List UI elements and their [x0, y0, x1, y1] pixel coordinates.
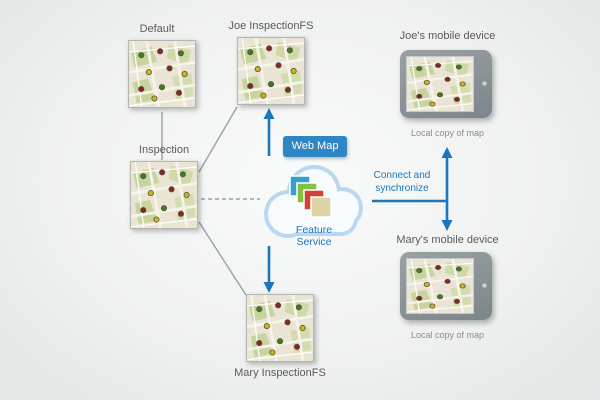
label-inspection: Inspection: [138, 144, 190, 156]
connector-inspection-maryfs: [198, 221, 247, 296]
tablet-camera-dot: [482, 283, 487, 288]
cloud-icon: [264, 165, 363, 238]
arrowhead-sync-down-icon: [441, 220, 453, 231]
map-inspection: [130, 161, 198, 229]
label-mary-inspectionfs: Mary InspectionFS: [234, 367, 326, 379]
mary-tablet: [400, 252, 492, 320]
joe-tablet: [400, 50, 492, 118]
caption-mary-local-copy: Local copy of map: [410, 330, 485, 340]
label-mary-device: Mary's mobile device: [396, 234, 499, 246]
label-joe-inspectionfs: Joe InspectionFS: [228, 20, 314, 32]
arrowhead-up-icon: [263, 108, 275, 119]
feature-service-label: Feature Service: [295, 224, 333, 249]
connector-inspection-joefs: [198, 106, 238, 173]
map-layers-icon: [289, 175, 332, 218]
arrowhead-sync-up-icon: [441, 147, 453, 158]
map-default: [128, 40, 196, 108]
web-map-badge: Web Map: [283, 136, 347, 157]
tablet-camera-dot: [482, 81, 487, 86]
connect-synchronize-label: Connect and synchronize: [373, 170, 431, 194]
joe-tablet-map: [406, 56, 474, 112]
label-default: Default: [139, 23, 175, 35]
feature-service-cloud: [256, 156, 372, 252]
map-joe-inspectionfs: [237, 37, 305, 105]
arrowhead-down-icon: [263, 282, 275, 293]
caption-joe-local-copy: Local copy of map: [410, 128, 485, 138]
map-mary-inspectionfs: [246, 294, 314, 362]
mary-tablet-map: [406, 258, 474, 314]
label-joe-device: Joe's mobile device: [399, 30, 496, 42]
